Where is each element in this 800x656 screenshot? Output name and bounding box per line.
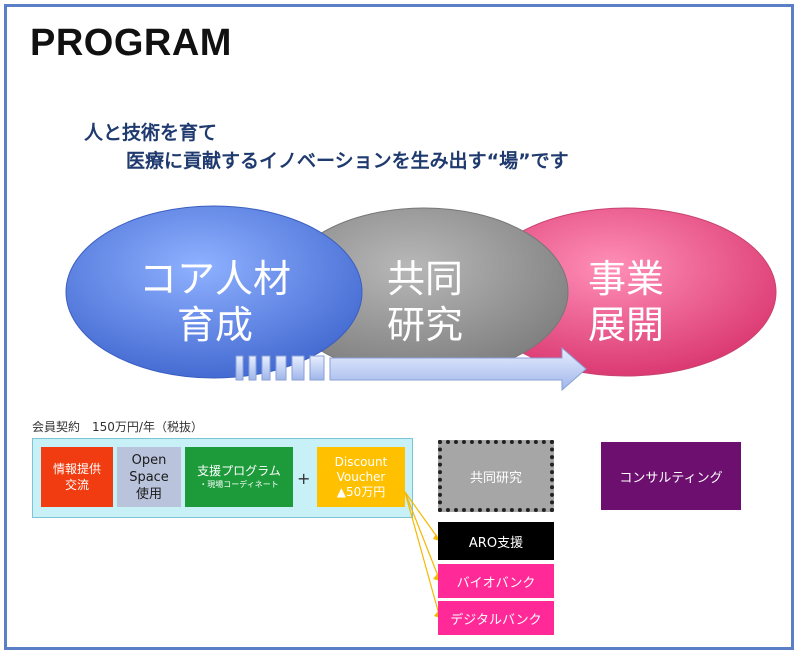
support-program-cell: 支援プログラム ・現場コーディネート	[185, 447, 293, 507]
subtitle-line-2: 医療に貢献するイノベーションを生み出す“場”です	[126, 150, 569, 172]
circle-talent-label: コア人材育成	[138, 257, 291, 347]
plus-sign: +	[297, 469, 311, 488]
joint-research-box: 共同研究	[438, 440, 554, 512]
progress-arrow	[329, 346, 587, 392]
info-exchange-cell: 情報提供交流	[41, 447, 113, 507]
subtitle-line-1: 人と技術を育て	[84, 122, 218, 144]
aro-support-box: ARO支援	[438, 522, 554, 560]
circle-research-label: 共同研究	[386, 257, 463, 347]
biobank-box: バイオバンク	[438, 564, 554, 598]
membership-label: 会員契約 150万円/年（税抜）	[32, 420, 203, 434]
circle-business-label: 事業展開	[587, 257, 664, 347]
page-title: PROGRAM	[30, 22, 232, 64]
circle-talent	[65, 205, 363, 379]
digital-bank-box: デジタルバンク	[438, 601, 554, 635]
consulting-box: コンサルティング	[601, 442, 741, 510]
dashed-arrow-tail	[235, 355, 325, 381]
